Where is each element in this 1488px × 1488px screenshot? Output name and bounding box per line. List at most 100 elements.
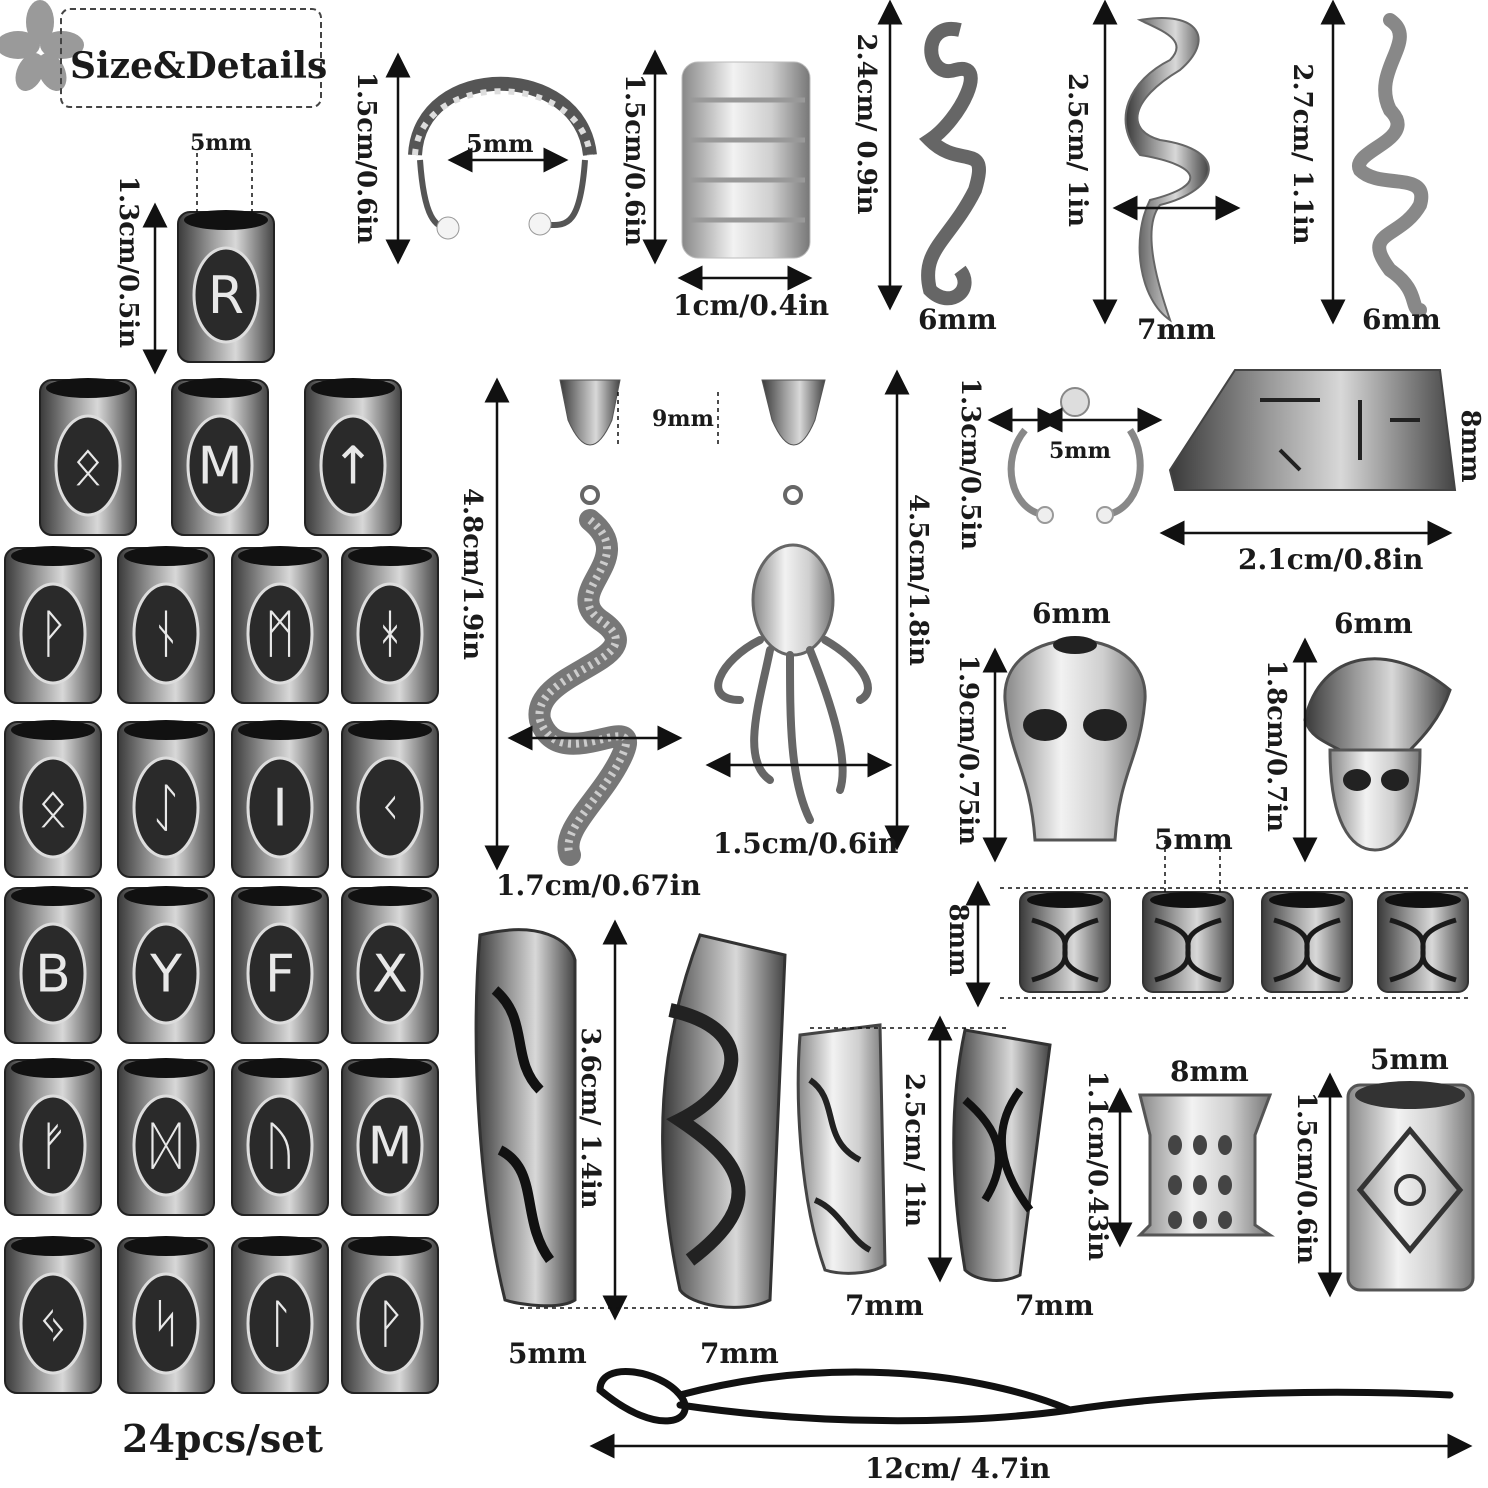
rune-single-hole-label: 5mm xyxy=(190,130,252,156)
rune-bead: ↑ xyxy=(304,378,402,536)
pirate-skull-height-label: 1.8cm/0.7in xyxy=(1261,659,1291,833)
rune-glyph: ᛗ xyxy=(264,605,295,665)
rune-cone-height-label: 8mm xyxy=(1455,409,1485,483)
rune-bead: B xyxy=(4,886,102,1044)
rune-glyph: B xyxy=(35,945,71,1005)
dragon-spiral-bead xyxy=(1124,17,1210,323)
pearl-cuff-bead xyxy=(408,76,597,240)
dot-bead xyxy=(1136,1093,1275,1237)
pearl-cuff-hole-label: 5mm xyxy=(466,129,534,158)
snake-pendant-width-label: 1.7cm/0.67in xyxy=(496,869,701,902)
rune-glyph: F xyxy=(265,945,295,1005)
threader-length-label: 12cm/ 4.7in xyxy=(865,1452,1051,1485)
knot-beads-hole-label: 5mm xyxy=(1154,823,1233,856)
knot-bead xyxy=(1261,891,1353,993)
rune-bead: ᚲ xyxy=(341,720,439,878)
small-cuff-bead xyxy=(1007,387,1144,524)
snake-spiral-hole-label: 6mm xyxy=(1362,303,1441,336)
skull-height-label: 1.9cm/0.75in xyxy=(953,654,983,846)
rune-glyph: ᛇ xyxy=(150,779,181,839)
snake-pendant xyxy=(528,379,637,866)
page-title: Size&Details xyxy=(70,45,328,87)
rune-glyph: M xyxy=(198,437,243,497)
rune-glyph: ᚠ xyxy=(37,1117,68,1177)
coil-cuff-width-label: 1cm/0.4in xyxy=(673,289,830,322)
rune-bead: M xyxy=(341,1058,439,1216)
spiral-height-label: 2.4cm/ 0.9in xyxy=(851,33,881,215)
rune-glyph: I xyxy=(272,779,287,839)
dimension-lines xyxy=(142,0,1473,1459)
rune-glyph: ᚾ xyxy=(150,605,181,665)
rune-bead: ᛟ xyxy=(4,720,102,878)
coil-cuff-height-label: 1.5cm/0.6in xyxy=(619,73,649,247)
snake-pendant-bail-label: 9mm xyxy=(652,406,714,432)
skull-hole-label: 6mm xyxy=(1032,597,1111,630)
rune-bead: X xyxy=(341,886,439,1044)
rune-glyph: ᛋ xyxy=(150,1295,181,1355)
rune-bead: ᛃ xyxy=(4,1236,102,1394)
filigree-tube-height-label: 3.6cm/ 1.4in xyxy=(575,1027,605,1209)
knot-bead xyxy=(1377,891,1469,993)
rune-glyph: ᚢ xyxy=(264,1117,295,1177)
pearl-cuff-height-label: 1.5cm/0.6in xyxy=(351,71,381,245)
rune-cone-width-label: 2.1cm/0.8in xyxy=(1238,543,1424,576)
filigree-tube-hole-b-label: 7mm xyxy=(700,1337,779,1370)
knot-beads-height-label: 8mm xyxy=(943,903,973,977)
small-cuff-height-label: 1.3cm/0.5in xyxy=(955,377,985,551)
rune-glyph: M xyxy=(368,1117,413,1177)
rune-bead: ᛇ xyxy=(117,720,215,878)
rune-bead: ᚹ xyxy=(4,546,102,704)
rune-bead: ᚾ xyxy=(117,546,215,704)
dragon-tube-bead xyxy=(661,933,787,1309)
pirate-skull-bead xyxy=(1303,657,1452,852)
flower-logo-icon xyxy=(0,0,84,91)
rune-bead: R xyxy=(177,210,275,363)
octopus-pendant xyxy=(714,379,872,824)
knot-bead xyxy=(1019,891,1111,993)
knot-bead xyxy=(1142,891,1234,993)
rune-bead: ᚼ xyxy=(341,546,439,704)
rune-bead: ᚢ xyxy=(231,1058,329,1216)
spiral-hole-label: 6mm xyxy=(918,303,997,336)
rune-bead: Y xyxy=(117,886,215,1044)
title-frame xyxy=(60,8,322,108)
rune-bead: ᚹ xyxy=(341,1236,439,1394)
rune-glyph: ᚼ xyxy=(374,605,405,665)
diamond-bead-height-label: 1.5cm/0.6in xyxy=(1291,1091,1321,1265)
spiral-bead xyxy=(919,21,986,306)
rune-single-height-label: 1.3cm/0.5in xyxy=(113,175,143,349)
rune-bead: F xyxy=(231,886,329,1044)
rune-cone-bead xyxy=(1168,369,1457,491)
rune-bead: M xyxy=(171,378,269,536)
short-tube-hole-b-label: 7mm xyxy=(1015,1289,1094,1322)
rune-bead: ᛟ xyxy=(39,378,137,536)
rune-bead: ᛗ xyxy=(231,546,329,704)
small-cuff-hole-label: 5mm xyxy=(1049,438,1111,464)
diamond-bead-hole-label: 5mm xyxy=(1370,1043,1449,1076)
short-tube-hole-a-label: 7mm xyxy=(845,1289,924,1322)
filigree-tube-bead xyxy=(474,928,577,1308)
rune-glyph: ᛃ xyxy=(37,1295,68,1355)
rune-glyph: ᛟ xyxy=(72,437,103,497)
rune-glyph: R xyxy=(208,266,244,326)
snake-spiral-height-label: 2.7cm/ 1.1in xyxy=(1287,63,1317,245)
dot-bead-height-label: 1.1cm/0.43in xyxy=(1082,1070,1112,1262)
rune-glyph: ᚹ xyxy=(374,1295,405,1355)
coil-cuff-bead xyxy=(681,61,811,259)
rune-bead: I xyxy=(231,720,329,878)
rune-bead: ᛋ xyxy=(117,1236,215,1394)
rune-bead: ᛚ xyxy=(231,1236,329,1394)
knot-tube-bead xyxy=(952,1028,1052,1282)
pirate-skull-hole-label: 6mm xyxy=(1334,607,1413,640)
snake-spiral-bead xyxy=(1352,13,1429,317)
octopus-height-label: 4.5cm/1.8in xyxy=(903,493,933,667)
dot-bead-hole-label: 8mm xyxy=(1170,1055,1249,1088)
diamond-bead xyxy=(1346,1081,1475,1292)
rune-glyph: Y xyxy=(149,945,182,1005)
scroll-tube-bead xyxy=(796,1023,887,1275)
rune-glyph: ᛟ xyxy=(37,779,68,839)
rune-glyph: ᚲ xyxy=(374,779,405,839)
rune-glyph: X xyxy=(372,945,408,1005)
